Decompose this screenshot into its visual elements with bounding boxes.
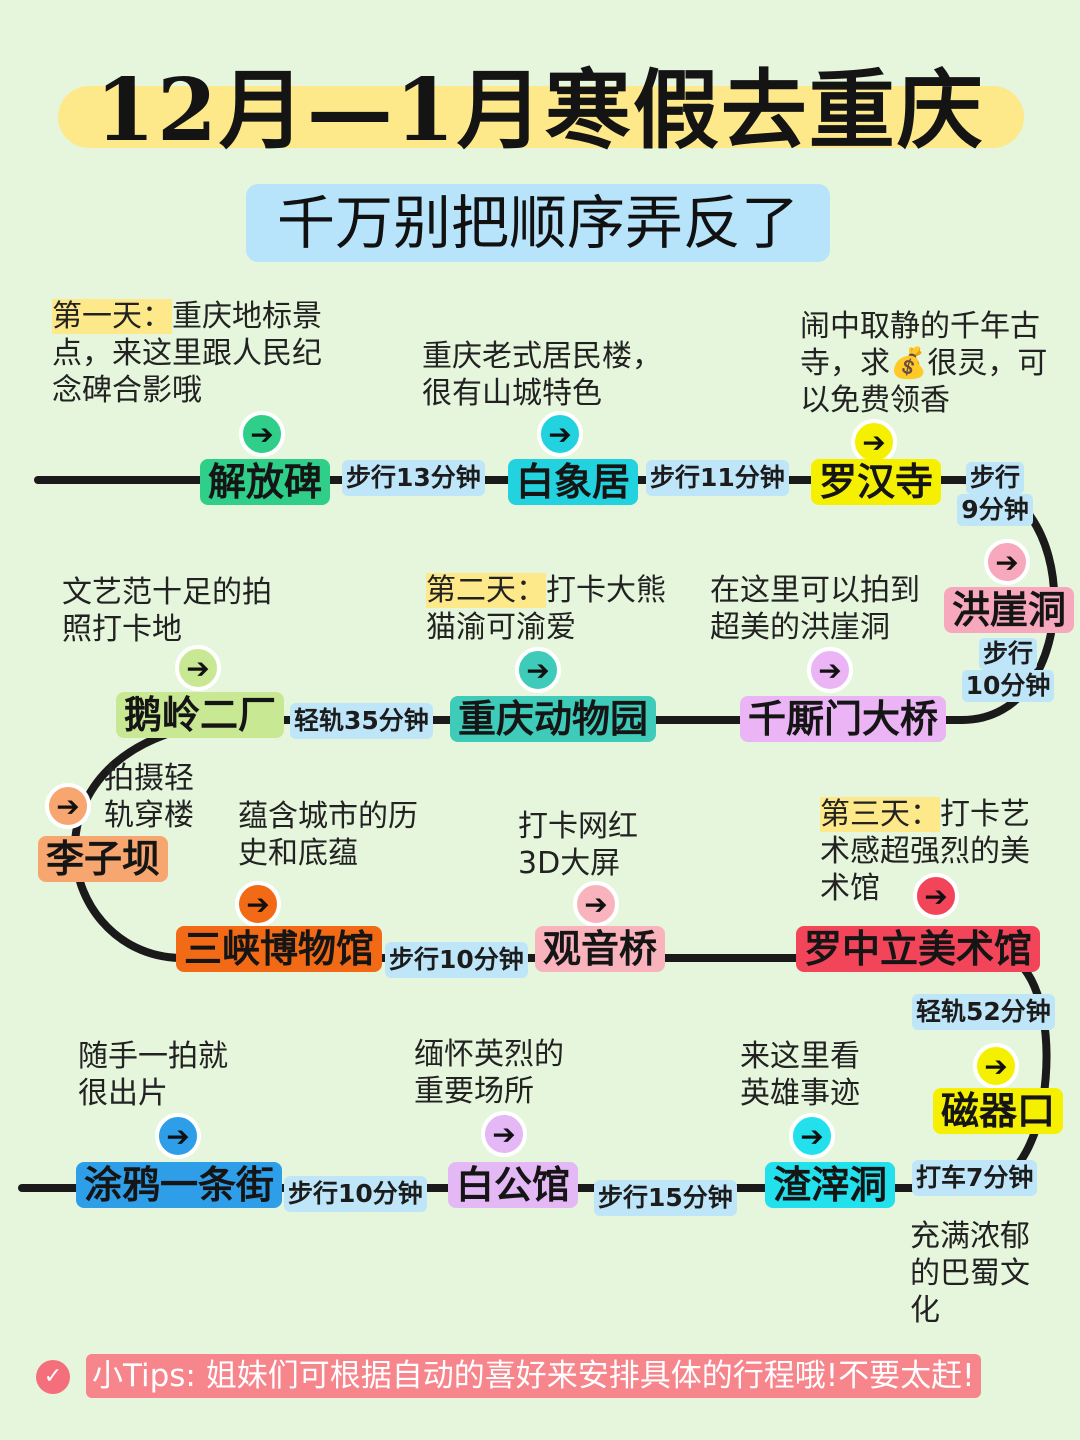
station-liziba: 李子坝	[38, 836, 169, 882]
arrow-right-icon: ➔	[481, 1111, 527, 1157]
page-title: 12月—1月寒假去重庆	[95, 60, 985, 161]
station-qianximen: 千厮门大桥	[740, 696, 947, 742]
tips-banner: 小Tips: 姐妹们可根据自动的喜好来安排具体的行程哦!不要太赶!	[86, 1354, 981, 1398]
arrow-right-icon: ➔	[913, 873, 959, 919]
connector-walk-13: 步行13分钟	[342, 460, 485, 496]
day1-label: 第一天：	[52, 299, 172, 334]
connector-walk-15: 步行15分钟	[594, 1180, 737, 1216]
station-hongyadong: 洪崖洞	[944, 587, 1075, 633]
station-baigongguan: 白公馆	[448, 1162, 579, 1208]
arrow-right-icon: ➔	[175, 645, 221, 691]
day3-label: 第三天：	[820, 797, 940, 832]
desc-qianximen: 在这里可以拍到超美的洪崖洞	[710, 573, 920, 645]
desc-liziba: 拍摄轻轨穿楼	[104, 761, 194, 833]
desc-tuya: 随手一拍就很出片	[78, 1039, 228, 1111]
station-luohansi: 罗汉寺	[811, 459, 942, 505]
arrow-right-icon: ➔	[807, 647, 853, 693]
arrow-right-icon: ➔	[984, 539, 1030, 585]
desc-luohansi: 闹中取静的千年古寺，求💰很灵，可以免费领香	[800, 309, 1048, 418]
check-circle-icon: ✓	[36, 1360, 70, 1394]
arrow-right-icon: ➔	[235, 881, 281, 927]
station-tuya: 涂鸦一条街	[76, 1162, 283, 1208]
arrow-right-icon: ➔	[239, 411, 285, 457]
arrow-right-icon: ➔	[515, 647, 561, 693]
desc-sanxia: 蕴含城市的历史和底蕴	[238, 799, 418, 871]
desc-zoo: 第二天：打卡大熊猫渝可渝爱	[426, 573, 666, 645]
desc-zhazidong: 来这里看英雄事迹	[740, 1039, 860, 1111]
station-eling: 鹅岭二厂	[116, 692, 285, 738]
station-sanxia: 三峡博物馆	[176, 926, 383, 972]
connector-walk-10-c: 步行10分钟	[284, 1176, 427, 1212]
desc-eling: 文艺范十足的拍照打卡地	[62, 575, 272, 647]
desc-baigongguan: 缅怀英烈的重要场所	[414, 1037, 564, 1109]
desc-baixiangju: 重庆老式居民楼，很有山城特色	[422, 339, 662, 411]
page-subtitle: 千万别把顺序弄反了	[246, 184, 830, 262]
arrow-right-icon: ➔	[537, 411, 583, 457]
desc-ciqikou: 充满浓郁的巴蜀文化	[910, 1219, 1030, 1328]
connector-taxi-7: 打车7分钟	[912, 1160, 1038, 1196]
day2-label: 第二天：	[426, 573, 546, 608]
title-highlight	[58, 86, 1024, 148]
desc-luozhongli: 第三天：打卡艺术感超强烈的美术馆	[820, 797, 1030, 906]
station-luozhongli: 罗中立美术馆	[796, 926, 1041, 972]
arrow-right-icon: ➔	[45, 783, 91, 829]
station-zoo: 重庆动物园	[450, 696, 657, 742]
arrow-right-icon: ➔	[573, 881, 619, 927]
connector-walk-10-b: 步行10分钟	[385, 942, 528, 978]
station-baixiangju: 白象居	[508, 459, 639, 505]
arrow-right-icon: ➔	[155, 1113, 201, 1159]
arrow-right-icon: ➔	[973, 1043, 1019, 1089]
arrow-right-icon: ➔	[789, 1113, 835, 1159]
connector-light-rail-52: 轻轨52分钟	[912, 994, 1055, 1030]
desc-jiefangbei: 第一天：重庆地标景点，来这里跟人民纪念碑合影哦	[52, 299, 322, 408]
desc-guanyinqiao: 打卡网红3D大屏	[518, 809, 638, 881]
station-guanyinqiao: 观音桥	[535, 926, 666, 972]
station-jiefangbei: 解放碑	[200, 459, 331, 505]
station-ciqikou: 磁器口	[933, 1088, 1064, 1134]
station-zhazidong: 渣滓洞	[765, 1162, 896, 1208]
connector-walk-11: 步行11分钟	[646, 460, 789, 496]
connector-light-rail-35: 轻轨35分钟	[290, 703, 433, 739]
